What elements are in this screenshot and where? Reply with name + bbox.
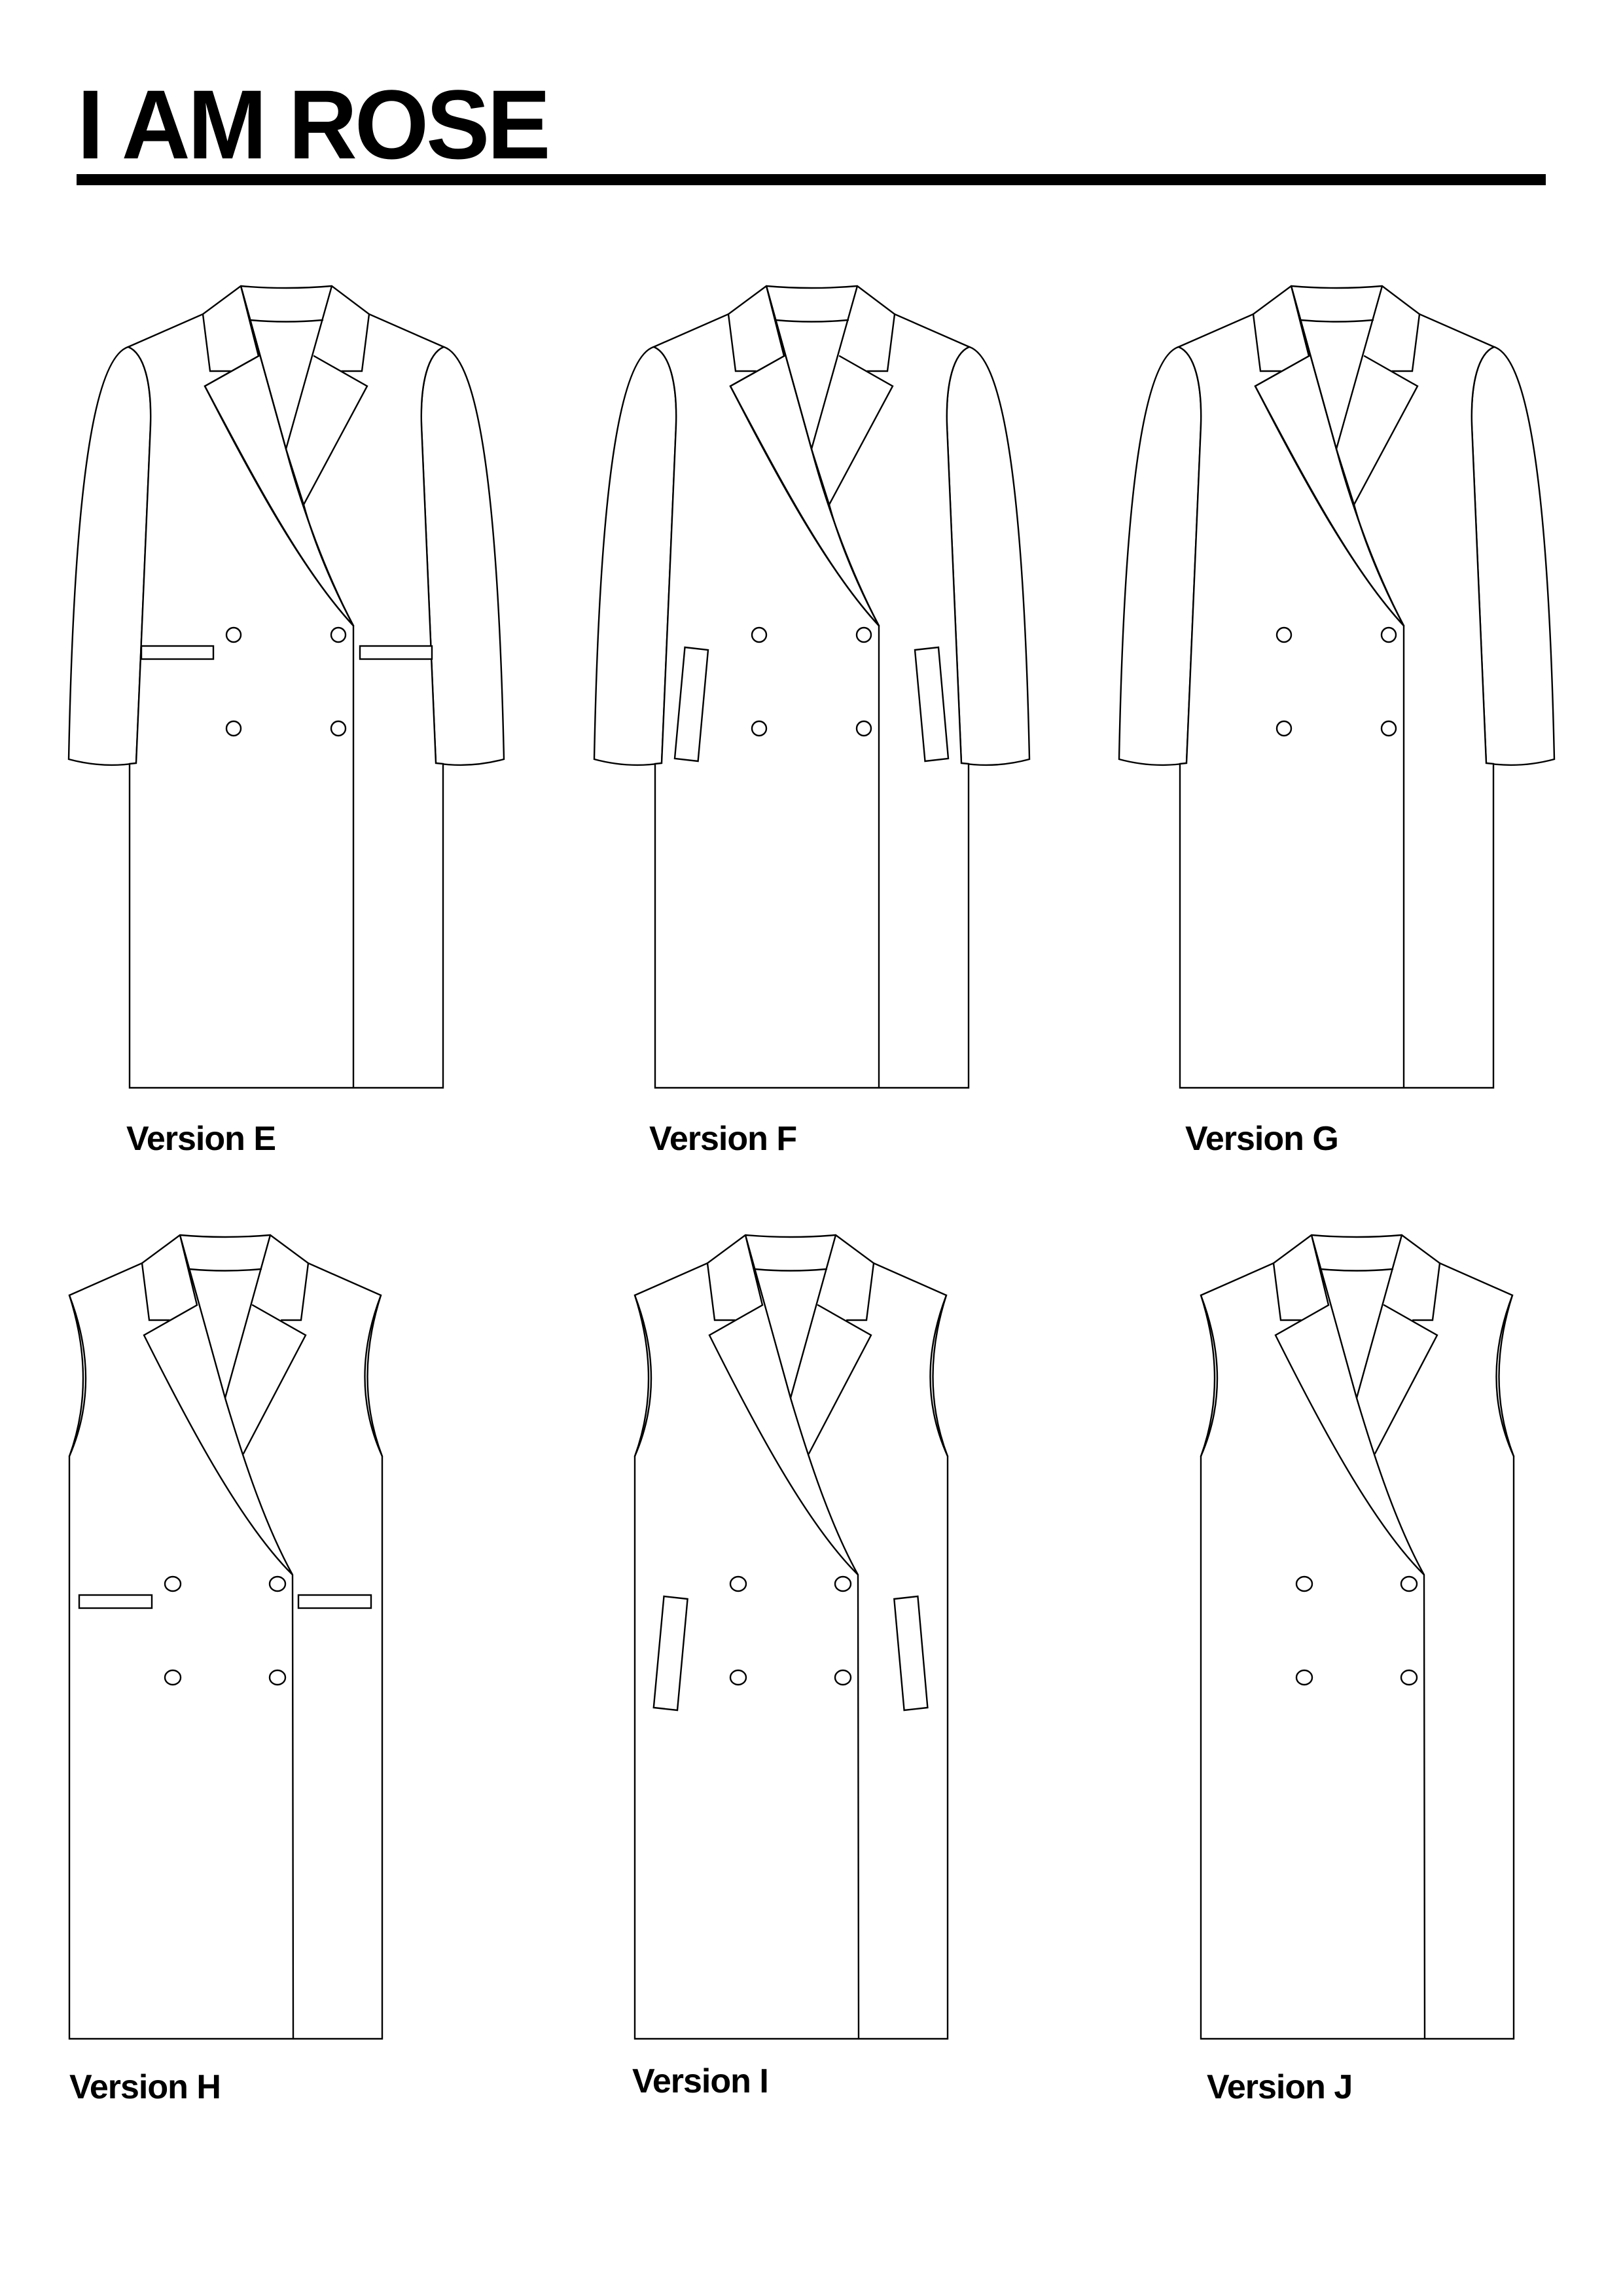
- pocket-welt-right: [914, 646, 950, 762]
- pocket-welt-left: [652, 1595, 688, 1712]
- pocket-welt-right: [893, 1595, 929, 1712]
- page-title: I AM ROSE: [77, 69, 550, 179]
- pocket-welt-left: [78, 1594, 153, 1609]
- version-i-vest-flat: [633, 1234, 949, 2040]
- version-h-vest-flat: [68, 1234, 383, 2040]
- version-h-label: Version H: [69, 2068, 221, 2106]
- version-j-label: Version J: [1207, 2068, 1353, 2106]
- title-underline-divider: [77, 174, 1546, 185]
- pocket-welt-right: [297, 1594, 372, 1609]
- version-g-label: Version G: [1185, 1120, 1339, 1158]
- pocket-welt-left: [140, 645, 215, 660]
- version-g-coat-flat: [1118, 285, 1556, 1089]
- version-e-label: Version E: [126, 1120, 276, 1158]
- pocket-welt-left: [673, 646, 709, 762]
- version-f-coat-flat: [593, 285, 1031, 1089]
- pocket-welt-right: [359, 645, 433, 660]
- version-e-coat-flat: [67, 285, 505, 1089]
- version-i-label: Version I: [632, 2062, 769, 2100]
- version-f-label: Version F: [649, 1120, 797, 1158]
- version-j-vest-flat: [1200, 1234, 1515, 2040]
